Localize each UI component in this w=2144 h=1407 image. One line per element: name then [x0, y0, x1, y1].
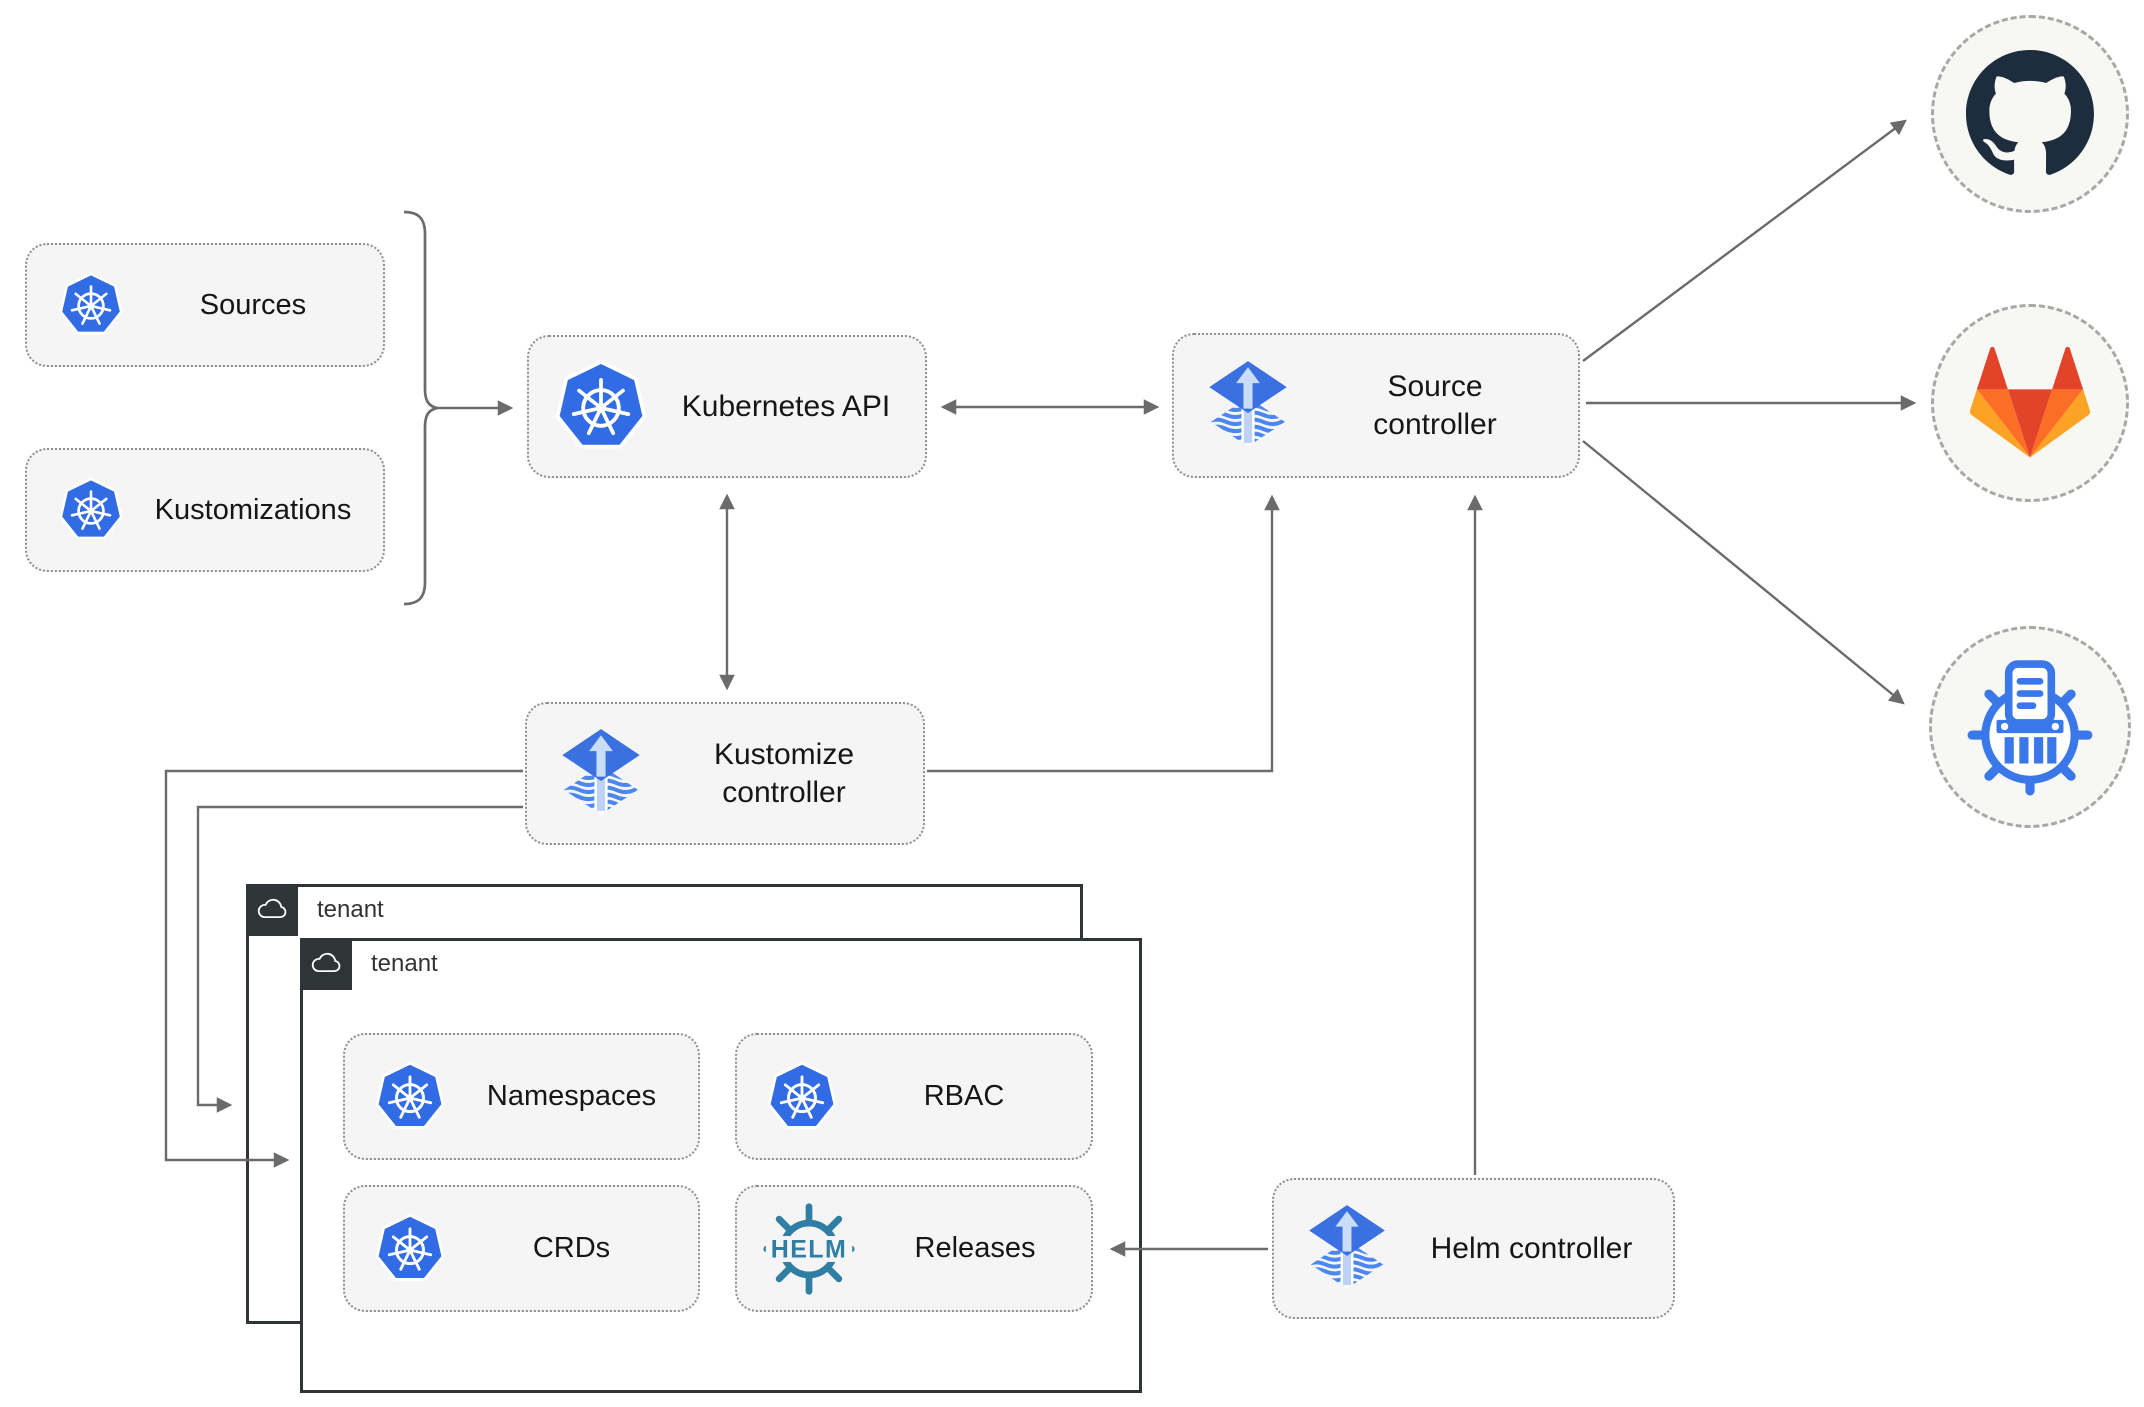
helm-repository-icon [1965, 658, 2095, 796]
kubernetes-api-box: Kubernetes API [527, 335, 927, 478]
kubernetes-icon [59, 272, 123, 338]
crds-label: CRDs [532, 1232, 611, 1265]
flux-icon [557, 728, 645, 820]
helm-controller-box: Helm controller [1272, 1178, 1675, 1319]
releases-label: Releases [914, 1232, 1036, 1265]
namespaces-label: Namespaces [486, 1080, 657, 1113]
arrow-kustomize-to-source-controller [927, 494, 1280, 773]
source-controller-box: Source controller [1172, 333, 1580, 478]
kubernetes-icon [375, 1061, 445, 1133]
kubernetes-icon [767, 1061, 837, 1133]
github-icon [1966, 50, 2094, 178]
namespaces-box: Namespaces [343, 1033, 700, 1160]
sources-box: Sources [25, 243, 385, 367]
kustomizations-box: Kustomizations [25, 448, 385, 572]
helm-repository-endpoint [1929, 626, 2131, 828]
kustomizations-label: Kustomizations [154, 493, 352, 526]
crds-box: CRDs [343, 1185, 700, 1312]
tenant-label: tenant [317, 896, 384, 923]
rbac-label: RBAC [923, 1080, 1005, 1113]
tenant-header [246, 884, 298, 936]
kustomize-controller-label: Kustomize controller [713, 738, 855, 809]
tenant-header [300, 938, 352, 990]
arrow-source-to-github [1582, 119, 1907, 362]
arrow-source-to-helm-repository [1582, 440, 1905, 705]
kustomize-controller-box: Kustomize controller [525, 702, 925, 845]
github-endpoint [1931, 15, 2129, 213]
tenant-box-front: tenant [300, 938, 1142, 1393]
kubernetes-api-label: Kubernetes API [681, 389, 891, 423]
releases-box: HELM Releases [735, 1185, 1093, 1312]
kubernetes-icon [375, 1213, 445, 1285]
kubernetes-icon [59, 477, 123, 543]
source-controller-label: Source controller [1373, 370, 1497, 441]
bracket-sources-group [403, 210, 438, 606]
rbac-box: RBAC [735, 1033, 1093, 1160]
gitlab-icon [1966, 344, 2094, 462]
flux-icon [1204, 360, 1292, 452]
cloud-icon [254, 897, 290, 923]
flux-icon [1304, 1204, 1390, 1294]
tenant-label: tenant [371, 950, 438, 977]
cloud-icon [308, 951, 344, 977]
helm-logo-text: HELM [771, 1235, 847, 1263]
helm-controller-label: Helm controller [1430, 1231, 1633, 1265]
sources-label: Sources [199, 288, 307, 321]
helm-icon: HELM [759, 1201, 859, 1297]
kubernetes-icon [555, 359, 647, 454]
gitlab-endpoint [1931, 304, 2129, 502]
